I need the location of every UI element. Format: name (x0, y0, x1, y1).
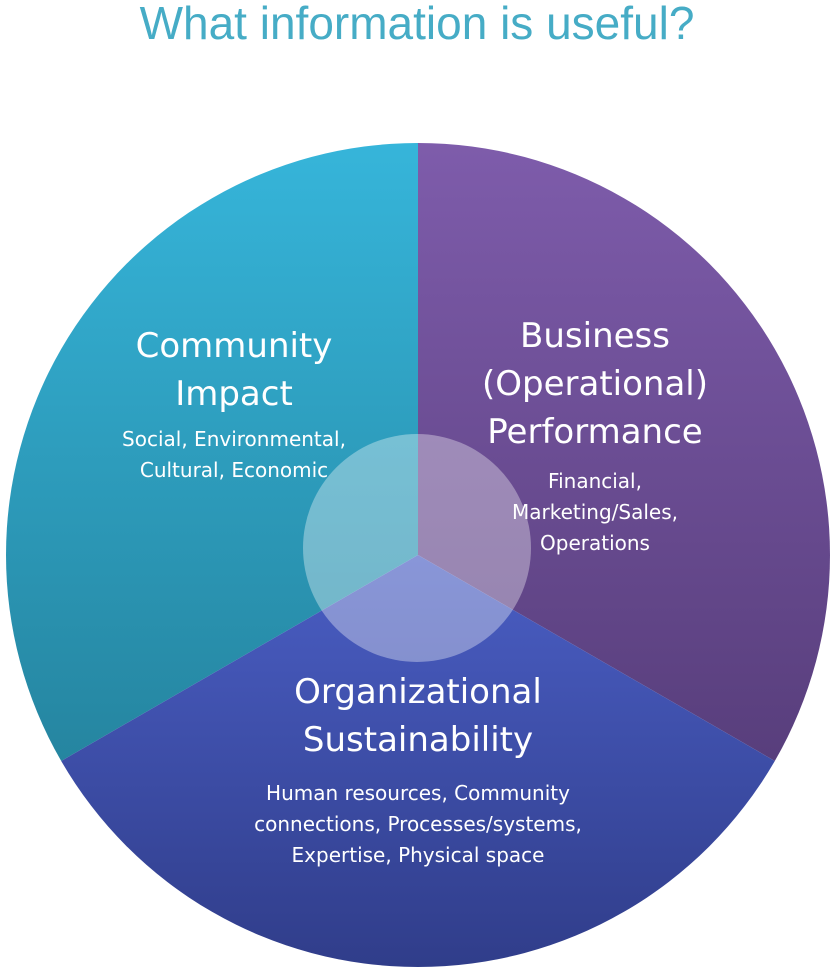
diagram-title: What information is useful? (139, 0, 695, 49)
segment-community-impact (6, 143, 419, 761)
center-overlap-circle (303, 434, 531, 662)
business-performance-label: Business (Operational) Performance Finan… (470, 312, 720, 559)
segment-business-performance (418, 143, 830, 761)
community-impact-heading: Community Impact (135, 326, 333, 414)
organizational-sustainability-heading: Organizational Sustainability (294, 672, 542, 760)
business-performance-details: Financial, Marketing/Sales, Operations (511, 469, 678, 555)
community-impact-details: Social, Environmental, Cultural, Economi… (122, 427, 346, 482)
segment-organizational-sustainability (61, 555, 775, 967)
community-impact-label: Community Impact Social, Environmental, … (100, 322, 368, 486)
organizational-sustainability-label: Organizational Sustainability Human reso… (230, 668, 606, 871)
business-performance-heading: Business (Operational) Performance (481, 316, 708, 452)
organizational-sustainability-details: Human resources, Community connections, … (254, 781, 582, 867)
